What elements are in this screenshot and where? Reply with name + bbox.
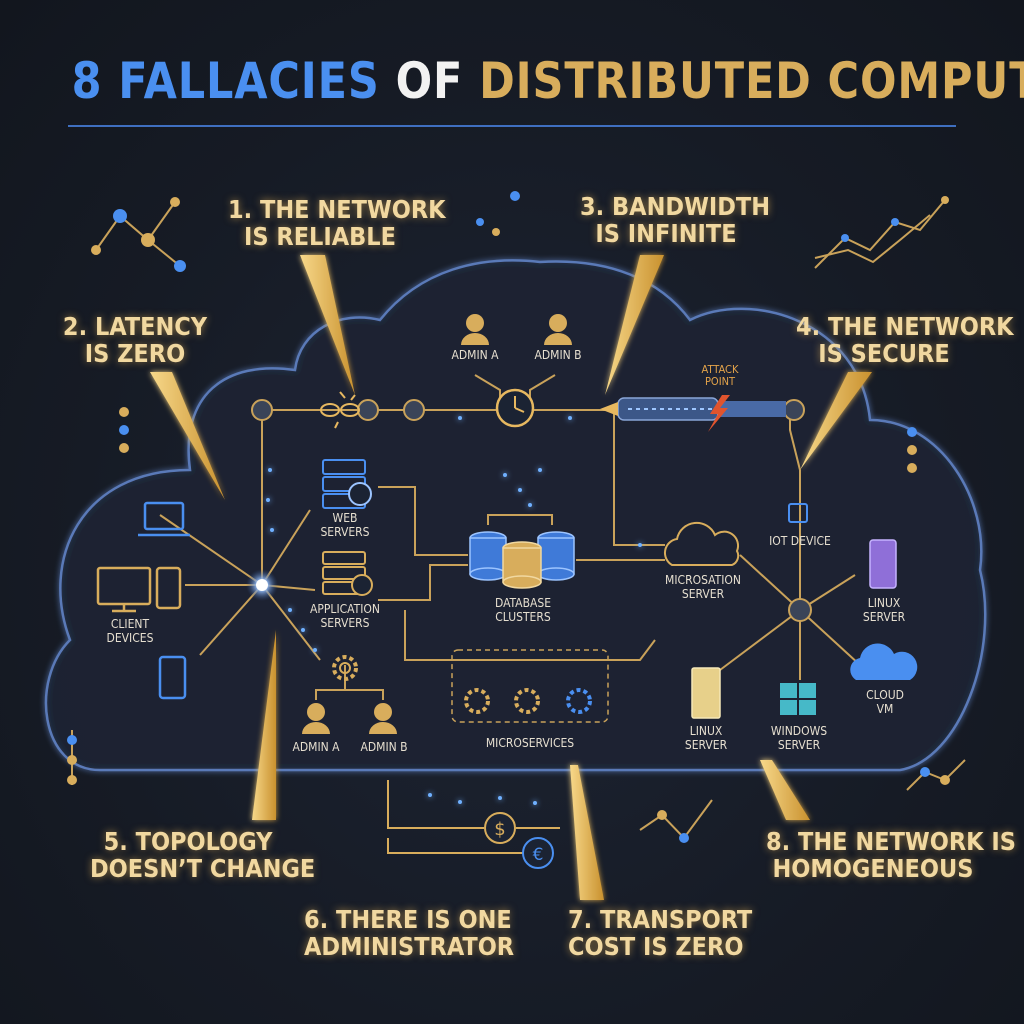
globe-icon: [351, 574, 373, 596]
fallacy-2-line-1: 2. LATENCY: [62, 312, 208, 341]
label-web-servers-line-1: WEB: [332, 511, 358, 525]
lightning-icon: [708, 395, 730, 432]
euro-icon: [522, 837, 554, 869]
cloud-icon: [850, 643, 918, 680]
iot-chip-icon: [788, 503, 808, 523]
hub-nodes: [246, 399, 812, 622]
label-admin-a-bottom: ADMIN A: [292, 740, 340, 754]
gear-icon: [332, 655, 358, 681]
data-flow-particles: [266, 416, 642, 805]
fallacy-3-line-2: IS INFINITE: [595, 219, 737, 248]
label-windows-server-line-1: WINDOWS: [770, 724, 828, 738]
fallacy-3: 3. BANDWIDTH IS INFINITE: [580, 192, 771, 248]
svg-text:€: €: [533, 845, 544, 865]
label-database-clusters: DATABASE CLUSTERS: [478, 596, 568, 624]
fallacy-6: 6. THERE IS ONE ADMINISTRATOR: [304, 905, 515, 961]
label-admin-b-top: ADMIN B: [534, 348, 582, 362]
cloud-icon: [663, 521, 740, 566]
label-client-devices-line-1: CLIENT: [110, 617, 150, 631]
database-icon: [469, 531, 575, 589]
label-linux-server-right: LINUX SERVER: [852, 596, 916, 624]
callout-beams: [58, 253, 972, 902]
fallacy-5-line-1: 5. TOPOLOGY: [103, 827, 273, 856]
dollar-icon: [484, 812, 516, 844]
label-admin-a-top: ADMIN A: [451, 348, 499, 362]
label-attack-point: ATTACK POINT: [690, 364, 750, 388]
title-part-3: DISTRIBUTED COMPUTING: [479, 52, 1024, 110]
label-cloud-vm-line-2: VM: [876, 702, 894, 716]
phone-icon: [158, 655, 187, 700]
desktop-icon: [96, 566, 152, 613]
fallacy-2-line-2: IS ZERO: [84, 339, 186, 368]
label-cloud-vm: CLOUD VM: [855, 688, 915, 716]
label-attack-point-line-2: POINT: [704, 375, 736, 388]
globe-icon: [348, 482, 372, 506]
label-iot-device: IOT DEVICE: [769, 534, 831, 548]
microservices-container: [451, 649, 609, 723]
person-icon: [302, 703, 397, 734]
fallacy-4-line-1: 4. THE NETWORK: [796, 312, 1014, 341]
fallacy-7: 7. TRANSPORT COST IS ZERO: [568, 905, 753, 961]
fallacy-6-line-2: ADMINISTRATOR: [304, 932, 515, 961]
label-database-clusters-line-2: CLUSTERS: [495, 610, 551, 624]
tablet-icon: [155, 566, 182, 610]
label-linux-server-bottom: LINUX SERVER: [674, 724, 738, 752]
fallacy-3-line-1: 3. BANDWIDTH: [580, 192, 771, 221]
label-attack-point-line-1: ATTACK: [701, 363, 739, 376]
label-application-servers: APPLICATION SERVERS: [295, 602, 395, 630]
svg-text:$: $: [494, 819, 505, 840]
fallacy-1-line-2: IS RELIABLE: [243, 222, 396, 251]
fallacy-7-line-1: 7. TRANSPORT: [568, 905, 753, 934]
fallacy-5-line-2: DOESN’T CHANGE: [90, 854, 316, 883]
decorative-dots: [67, 191, 950, 843]
fallacy-8-line-2: HOMOGENEOUS: [772, 854, 974, 883]
label-linux-server-bottom-line-2: SERVER: [684, 738, 728, 752]
fallacy-7-line-2: COST IS ZERO: [568, 932, 744, 961]
gear-icon: [464, 688, 592, 714]
label-application-servers-line-2: SERVERS: [320, 616, 370, 630]
label-application-servers-line-1: APPLICATION: [310, 602, 380, 616]
label-web-servers-line-2: SERVERS: [320, 525, 370, 539]
fallacy-4: 4. THE NETWORK IS SECURE: [796, 312, 1014, 368]
bandwidth-pipe: [600, 397, 786, 421]
fallacy-8-line-1: 8. THE NETWORK IS: [766, 827, 1016, 856]
title-part-1: 8 FALLACIES: [71, 52, 380, 110]
fallacy-2: 2. LATENCY IS ZERO: [58, 313, 212, 367]
label-linux-server-right-line-2: SERVER: [862, 610, 906, 624]
label-microsation-server-line-1: MICROSATION: [665, 573, 741, 587]
label-client-devices-line-2: DEVICES: [106, 631, 154, 645]
page-title: 8 FALLACIES OF DISTRIBUTED COMPUTING: [71, 52, 1024, 110]
decorative-graph: [71, 199, 966, 840]
fallacy-1: 1. THE NETWORK IS RELIABLE: [228, 195, 446, 251]
label-admin-b-bottom: ADMIN B: [360, 740, 408, 754]
label-cloud-vm-line-1: CLOUD: [866, 688, 904, 702]
label-linux-server-right-line-1: LINUX: [867, 596, 901, 610]
label-microservices: MICROSERVICES: [485, 736, 575, 750]
label-linux-server-bottom-line-1: LINUX: [689, 724, 723, 738]
clock-icon: [495, 388, 535, 428]
broken-link-icon: [320, 391, 360, 429]
label-database-clusters-line-1: DATABASE: [494, 596, 552, 610]
windows-icon: [780, 683, 816, 715]
fallacy-6-line-1: 6. THERE IS ONE: [304, 905, 512, 934]
label-client-devices: CLIENT DEVICES: [90, 617, 170, 645]
fallacy-1-line-1: 1. THE NETWORK: [228, 195, 446, 224]
label-microsation-server-line-2: SERVER: [681, 587, 725, 601]
label-windows-server-line-2: SERVER: [777, 738, 821, 752]
label-web-servers: WEB SERVERS: [305, 511, 385, 539]
person-icon: [461, 314, 572, 345]
laptop-icon: [138, 501, 190, 537]
server-icon: [869, 539, 897, 589]
fallacy-8: 8. THE NETWORK IS HOMOGENEOUS: [766, 827, 1016, 883]
fallacy-4-line-2: IS SECURE: [818, 339, 950, 368]
label-windows-server: WINDOWS SERVER: [764, 724, 834, 752]
title-part-2: OF: [395, 52, 464, 110]
transport-cost: [387, 780, 560, 854]
server-icon: [691, 667, 721, 719]
fallacy-5: 5. TOPOLOGY DOESN’T CHANGE: [90, 827, 316, 883]
label-microsation-server: MICROSATION SERVER: [655, 573, 751, 601]
